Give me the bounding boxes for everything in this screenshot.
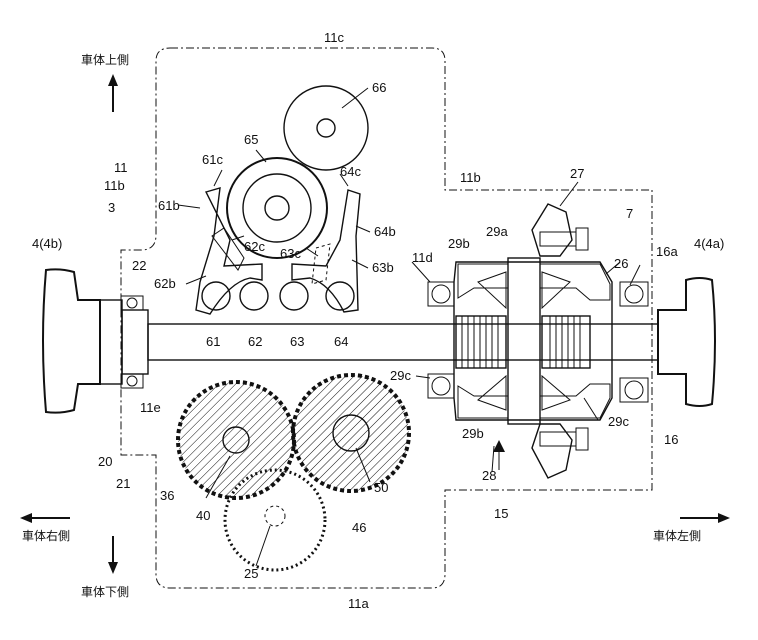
- label-65: 65: [244, 132, 258, 147]
- label-22: 22: [132, 258, 146, 273]
- label-64: 64: [334, 334, 348, 349]
- label-46: 46: [352, 520, 366, 535]
- label-11a: 11a: [348, 596, 369, 611]
- direction-left-arrow: [680, 513, 730, 523]
- motor-66: [283, 85, 369, 171]
- label-62b: 62b: [154, 276, 176, 291]
- label-40: 40: [196, 508, 210, 523]
- right-wheel-4a: [657, 277, 716, 407]
- label-66: 66: [372, 80, 386, 95]
- label-50: 50: [374, 480, 388, 495]
- label-63b: 63b: [372, 260, 394, 275]
- label-27: 27: [570, 166, 584, 181]
- label-62c: 62c: [244, 239, 265, 254]
- label-11d: 11d: [412, 250, 433, 265]
- gear-46: [291, 373, 411, 493]
- direction-down-label: 車体下側: [81, 585, 129, 599]
- direction-up-arrow: [108, 74, 118, 112]
- differential-7: [453, 203, 613, 479]
- direction-right-label: 車体右側: [22, 528, 70, 543]
- label-11: 11: [114, 160, 128, 175]
- label-64c: 64c: [340, 164, 361, 179]
- drum-65: [226, 157, 328, 259]
- label-7: 7: [626, 206, 633, 221]
- gear-25: [223, 468, 327, 572]
- label-16: 16: [664, 432, 678, 447]
- label-21: 21: [116, 476, 130, 491]
- label-16a: 16a: [656, 244, 678, 259]
- housing-outline: [120, 47, 653, 589]
- direction-left-label: 車体左側: [653, 528, 701, 543]
- ring-gear-27-top: [531, 203, 573, 257]
- label-29c-left: 29c: [390, 368, 411, 383]
- label-4b: 4(4b): [32, 236, 62, 251]
- axle-shaft: [42, 268, 716, 414]
- label-26: 26: [614, 256, 628, 271]
- label-62: 62: [248, 334, 262, 349]
- label-15: 15: [494, 506, 508, 521]
- label-63: 63: [290, 334, 304, 349]
- label-61: 61: [206, 334, 220, 349]
- label-28: 28: [482, 468, 496, 483]
- direction-up-label: 車体上側: [81, 53, 129, 67]
- direction-down-arrow: [108, 536, 118, 574]
- label-29a: 29a: [486, 224, 508, 239]
- gear-train: [176, 373, 411, 572]
- label-29b-bottom: 29b: [462, 426, 484, 441]
- direction-right-arrow: [20, 513, 70, 523]
- label-29b-top: 29b: [448, 236, 470, 251]
- label-4a: 4(4a): [694, 236, 724, 251]
- left-wheel-4b: [42, 268, 101, 414]
- parking-mechanism-22: [195, 85, 369, 315]
- label-11c: 11c: [324, 30, 344, 45]
- label-63c: 63c: [280, 246, 301, 261]
- label-11b-right: 11b: [460, 170, 481, 185]
- leader-lines: [177, 87, 641, 567]
- gear-36: [176, 380, 296, 500]
- label-36: 36: [160, 488, 174, 503]
- label-64b: 64b: [374, 224, 396, 239]
- label-61b: 61b: [158, 198, 180, 213]
- label-11b-left: 11b: [104, 178, 125, 193]
- label-3: 3: [108, 200, 115, 215]
- label-25: 25: [244, 566, 258, 581]
- label-61c: 61c: [202, 152, 223, 167]
- label-11e: 11e: [140, 400, 161, 415]
- label-20: 20: [98, 454, 112, 469]
- label-29c-right: 29c: [608, 414, 629, 429]
